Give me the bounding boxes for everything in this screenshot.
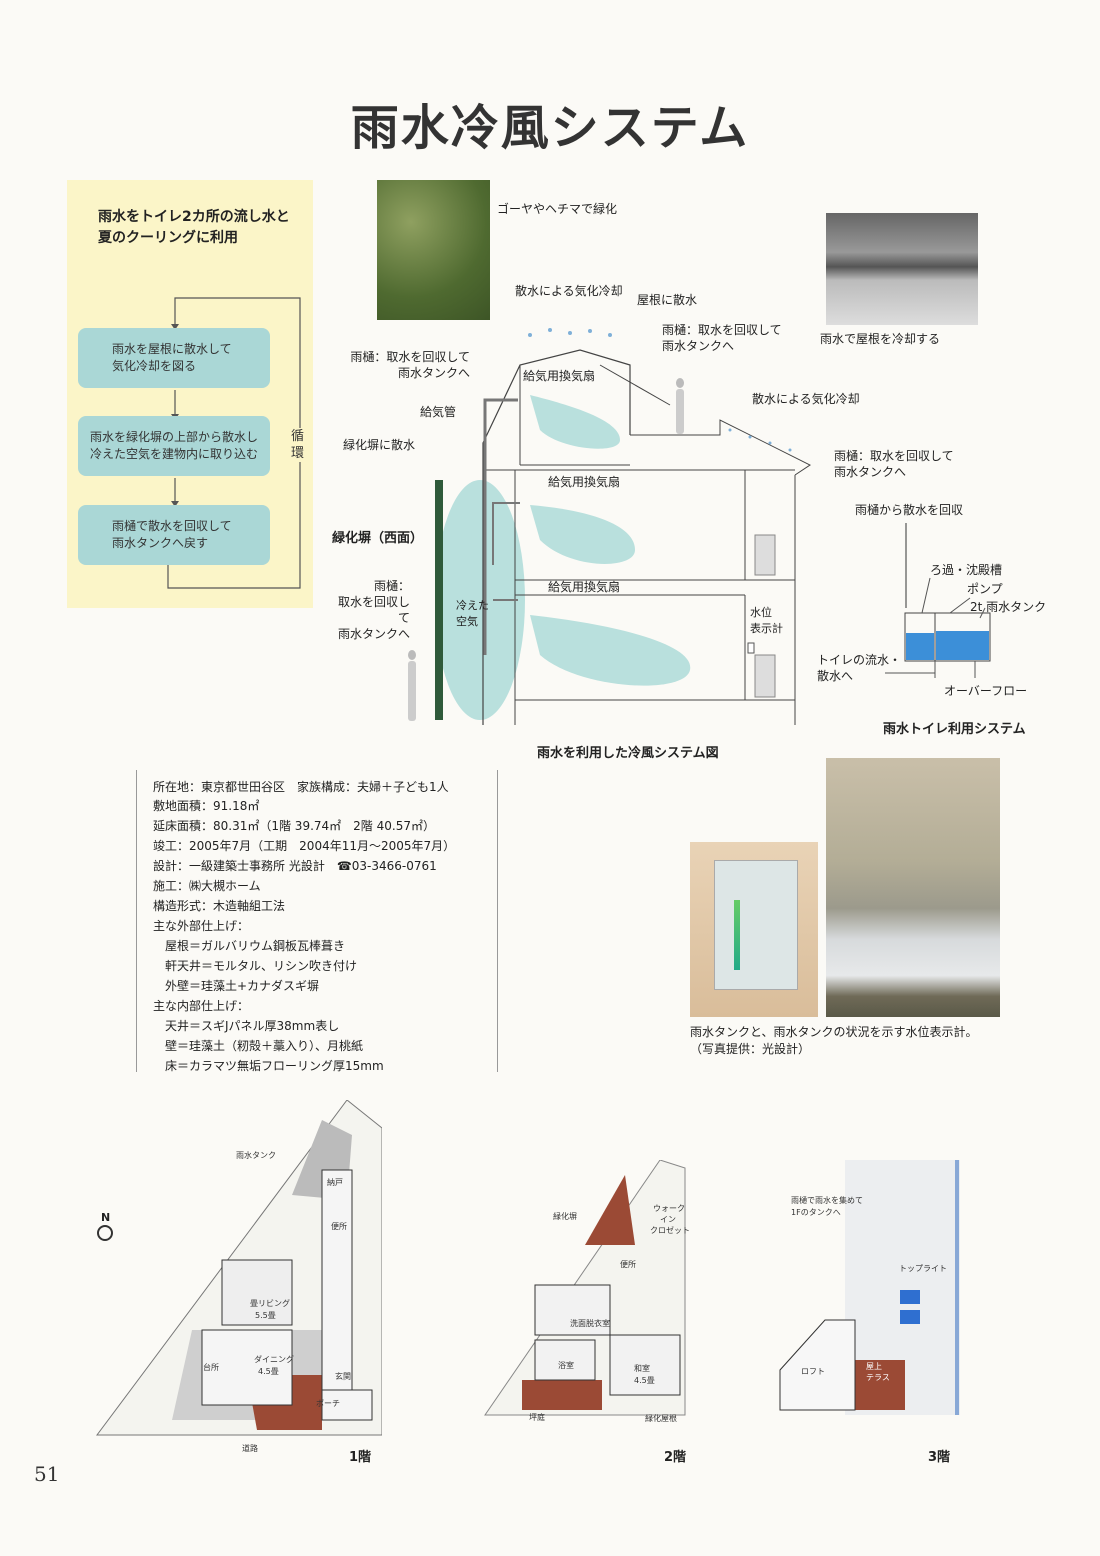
floor-caption-3f: 3階 xyxy=(928,1450,951,1465)
spec-panel: 所在地：東京都世田谷区 家族構成：夫婦＋子ども1人 敷地面積：91.18㎡ 延床… xyxy=(136,770,498,1073)
label-gutter-lower: 雨樋： 取水を回収して 雨水タンクへ xyxy=(337,579,410,641)
fp2-label: イン xyxy=(660,1215,676,1224)
fp1-label: 道路 xyxy=(242,1444,258,1453)
spec-line: 所在地：東京都世田谷区 家族構成：夫婦＋子ども1人 xyxy=(153,780,449,794)
section-diagram xyxy=(408,328,811,725)
floor-caption-1f: 1階 xyxy=(349,1450,372,1465)
label-fan-3: 給気用換気扇 xyxy=(548,580,621,594)
label-gutter-left: 雨樋：取水を回収して 雨水タンクへ xyxy=(350,350,470,380)
page-title: 雨水冷風システム xyxy=(350,100,750,156)
fp1-label: 5.5畳 xyxy=(255,1311,276,1320)
floor-plan-1f xyxy=(96,1100,382,1436)
fp3-label: 屋上 xyxy=(866,1362,882,1371)
fp3-label: テラス xyxy=(866,1373,890,1382)
north-label: N xyxy=(101,1211,111,1224)
spec-line: 設計：一級建築士事務所 光設計 ☎03-3466-0761 xyxy=(153,859,437,873)
fp1-label: 台所 xyxy=(203,1363,219,1372)
flow-heading-line1: 雨水をトイレ2カ所の流し水と xyxy=(98,209,290,225)
fp2-label: 和室 xyxy=(634,1364,650,1373)
fp2-label: 浴室 xyxy=(558,1361,574,1370)
floor-plan-2f xyxy=(484,1160,686,1416)
fp3-label: 雨樋で雨水を集めて xyxy=(791,1196,863,1205)
label-evap-roof: 散水による気化冷却 xyxy=(515,284,623,298)
fp1-label: 4.5畳 xyxy=(258,1367,279,1376)
label-filter: ろ過・沈殿槽 xyxy=(930,563,1003,577)
label-goya: ゴーヤやヘチマで緑化 xyxy=(497,202,618,216)
spec-line: 壁＝珪藻土（籾殻＋藁入り）、月桃紙 xyxy=(153,1039,364,1053)
label-spray-roof: 屋根に散水 xyxy=(637,293,698,307)
label-pump: ポンプ xyxy=(967,582,1003,596)
label-toilet-out: トイレの流水・ 散水へ xyxy=(817,653,902,683)
flow-heading-line2: 夏のクーリングに利用 xyxy=(98,230,238,246)
spec-line: 主な内部仕上げ： xyxy=(153,999,250,1013)
label-evap-balcony: 散水による気化冷却 xyxy=(752,392,860,406)
label-fan-2: 給気用換気扇 xyxy=(548,475,621,489)
spec-line: 軒天井＝モルタル、リシン吹き付け xyxy=(153,959,358,973)
floor-plan-3f xyxy=(779,1160,960,1415)
spec-line: 竣工：2005年7月（工期 2004年11月～2005年7月） xyxy=(153,839,456,853)
gauge-photo xyxy=(690,842,818,1017)
roof-photo xyxy=(826,213,978,325)
flow-heading: 雨水をトイレ2カ所の流し水と 夏のクーリングに利用 xyxy=(98,207,308,249)
fp3-label: 1Fのタンクへ xyxy=(791,1208,841,1217)
label-green-wall: 緑化塀（西面） xyxy=(332,531,424,546)
fp1-label: 畳リビング xyxy=(250,1299,290,1308)
fp2-label: ウォーク xyxy=(653,1204,685,1213)
system-diagram-caption: 雨水を利用した冷風システム図 xyxy=(537,746,719,761)
fp3-label: トップライト xyxy=(899,1264,947,1273)
label-overflow: オーバーフロー xyxy=(944,684,1028,698)
label-water-gauge: 水位 表示計 xyxy=(750,606,783,635)
fp2-label: 坪庭 xyxy=(529,1413,545,1422)
flow-step-3: 雨樋で散水を回収して雨水タンクへ戻す xyxy=(78,505,270,565)
fp1-label: ダイニング xyxy=(254,1355,294,1364)
spec-line: 延床面積：80.31㎡（1階 39.74㎡ 2階 40.57㎡） xyxy=(153,819,435,833)
label-fan-1: 給気用換気扇 xyxy=(523,369,596,383)
cycle-label: 循環 xyxy=(291,428,307,462)
fp2-label: クロゼット xyxy=(650,1226,690,1235)
spec-line: 床＝カラマツ無垢フローリング厚15mm xyxy=(153,1059,384,1073)
fp1-label: ポーチ xyxy=(316,1399,340,1408)
flow-step-2: 雨水を緑化塀の上部から散水し冷えた空気を建物内に取り込む xyxy=(78,416,270,476)
fp1-label: 便所 xyxy=(331,1222,347,1231)
spec-line: 主な外部仕上げ： xyxy=(153,919,250,933)
roof-photo-caption: 雨水で屋根を冷却する xyxy=(820,332,941,346)
label-gutter-top-right: 雨樋：取水を回収して 雨水タンクへ xyxy=(662,323,782,353)
spec-line: 敷地面積：91.18㎡ xyxy=(153,799,260,813)
fp3-label: ロフト xyxy=(801,1367,825,1376)
label-tank: 2t 雨水タンク xyxy=(970,600,1047,614)
label-gutter-right: 雨樋：取水を回収して 雨水タンクへ xyxy=(834,449,954,479)
fp2-label: 緑化塀 xyxy=(553,1212,577,1221)
tank-photo xyxy=(826,758,1000,1017)
vine-photo xyxy=(377,180,490,320)
fp2-label: 便所 xyxy=(620,1260,636,1269)
label-green-wall-spray: 緑化塀に散水 xyxy=(343,438,416,452)
north-arrow-icon xyxy=(97,1225,113,1241)
spec-line: 施工：㈱大槻ホーム xyxy=(153,879,261,893)
photo-caption-2: （写真提供：光設計） xyxy=(690,1042,811,1056)
fp1-label: 納戸 xyxy=(327,1178,343,1187)
spec-line: 屋根＝ガルバリウム鋼板瓦棒葺き xyxy=(153,939,346,953)
fp1-label: 雨水タンク xyxy=(236,1151,276,1160)
fp2-label: 洗面脱衣室 xyxy=(570,1319,610,1328)
fp2-label: 緑化屋根 xyxy=(645,1414,677,1423)
page-number: 51 xyxy=(34,1462,60,1486)
photo-caption-1: 雨水タンクと、雨水タンクの状況を示す水位表示計。 xyxy=(690,1025,978,1039)
label-cooled-air: 冷えた 空気 xyxy=(456,599,489,628)
spec-line: 天井＝スギJパネル厚38mm表し xyxy=(153,1019,340,1033)
fp1-label: 玄関 xyxy=(335,1372,351,1381)
spec-line: 外壁＝珪藻土+カナダスギ塀 xyxy=(153,979,320,993)
spec-line: 構造形式：木造軸組工法 xyxy=(153,899,286,913)
label-collect: 雨樋から散水を回収 xyxy=(855,503,964,517)
label-supply-pipe: 給気管 xyxy=(420,405,457,419)
toilet-system-caption: 雨水トイレ利用システム xyxy=(883,722,1026,737)
flow-step-1: 雨水を屋根に散水して気化冷却を図る xyxy=(78,328,270,388)
fp2-label: 4.5畳 xyxy=(634,1376,655,1385)
rain-toilet-system-diagram xyxy=(885,523,991,678)
floor-caption-2f: 2階 xyxy=(664,1450,687,1465)
